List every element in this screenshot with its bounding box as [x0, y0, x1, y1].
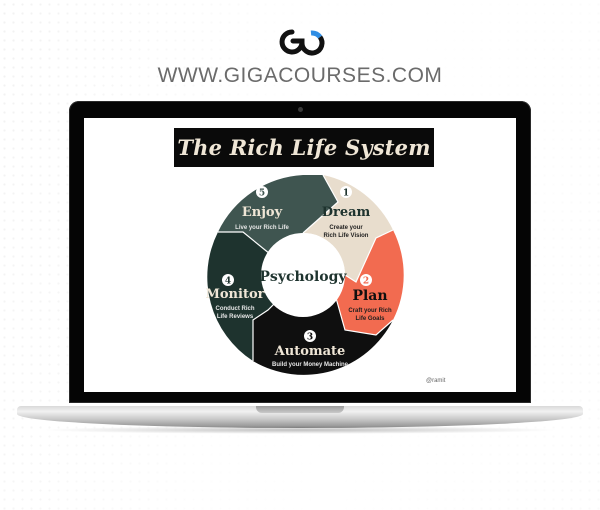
segment-title: Automate: [274, 344, 346, 359]
segment-automate[interactable]: [253, 298, 393, 375]
segment-monitor[interactable]: [207, 232, 276, 361]
svg-text:3: 3: [307, 333, 313, 343]
segment-title: Monitor: [206, 287, 265, 302]
center-label: Psychology: [259, 269, 347, 285]
svg-text:Life Reviews: Life Reviews: [217, 314, 254, 320]
laptop-shadow: [40, 426, 560, 434]
segment-dream[interactable]: [303, 175, 393, 282]
svg-text:2: 2: [363, 277, 369, 287]
laptop-screen: The Rich Life System Psychology 5 Enjoy …: [84, 118, 516, 392]
step-1-badge: [340, 186, 352, 198]
segment-title: Plan: [352, 288, 387, 304]
page-title: The Rich Life System: [177, 135, 431, 160]
segment-enjoy[interactable]: [218, 175, 338, 254]
step-2-badge: [360, 274, 372, 286]
svg-text:Live your Rich Life: Live your Rich Life: [235, 225, 289, 231]
camera-icon: [298, 107, 303, 112]
svg-text:Life Goals: Life Goals: [355, 316, 385, 322]
segment-title: Dream: [322, 205, 371, 220]
title-banner: The Rich Life System: [174, 128, 434, 167]
svg-text:Conduct Rich: Conduct Rich: [216, 306, 255, 312]
laptop-notch: [256, 406, 344, 413]
step-3-badge: [304, 330, 316, 342]
svg-text:Create your: Create your: [329, 225, 363, 231]
rich-life-wheel: Psychology 5 Enjoy Live your Rich Life 1…: [206, 174, 404, 375]
step-5-badge: [256, 186, 268, 198]
svg-text:Build your Money Machine: Build your Money Machine: [272, 362, 349, 368]
credit-handle: @ramit: [426, 378, 446, 384]
svg-text:Craft your Rich: Craft your Rich: [348, 308, 392, 314]
svg-text:5: 5: [259, 189, 265, 199]
segment-title: Enjoy: [242, 205, 283, 220]
svg-text:4: 4: [225, 277, 231, 287]
gigacourses-logo-icon: [279, 29, 325, 56]
svg-text:1: 1: [343, 189, 349, 199]
step-4-badge: [222, 274, 234, 286]
svg-text:Rich Life Vision: Rich Life Vision: [324, 233, 369, 239]
laptop-base: [17, 406, 583, 428]
center-circle: [261, 233, 345, 317]
site-url[interactable]: WWW.GIGACOURSES.COM: [157, 64, 443, 87]
